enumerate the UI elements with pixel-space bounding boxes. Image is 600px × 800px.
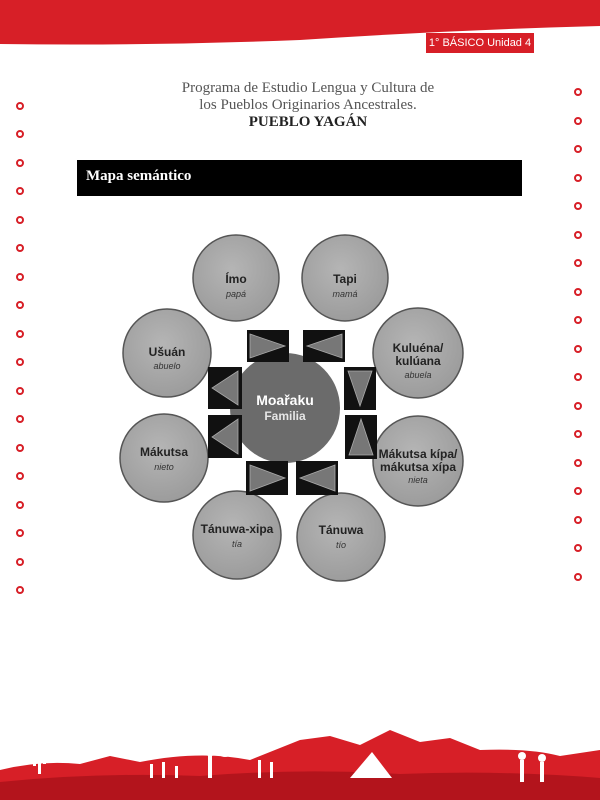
node-word: Ušuán bbox=[149, 345, 186, 359]
top-banner bbox=[0, 0, 600, 45]
node-word-2: mákutsa xípa bbox=[380, 460, 456, 474]
node-word: Kuluéna/ bbox=[393, 341, 444, 355]
node-usuan: Ušuán abuelo bbox=[122, 308, 212, 398]
arrow-left-lower bbox=[208, 415, 242, 458]
node-makutsa: Mákutsa nieto bbox=[119, 413, 209, 503]
node-tanuwa-xipa: Tánuwa-xipa tía bbox=[192, 490, 282, 580]
node-tanuwa: Tánuwa tío bbox=[296, 492, 386, 582]
grade-unit-badge: 1° BÁSICO Unidad 4 bbox=[426, 33, 534, 53]
node-word: Mákutsa bbox=[140, 445, 188, 459]
right-dot-border bbox=[574, 88, 582, 581]
node-meaning: abuelo bbox=[153, 361, 180, 371]
document-header: Programa de Estudio Lengua y Cultura de … bbox=[0, 80, 600, 131]
node-kuluena: Kuluéna/ kulúana abuela bbox=[372, 307, 464, 399]
center-word: Moařaku bbox=[256, 392, 314, 408]
left-dot-border bbox=[16, 102, 24, 594]
node-word-2: kulúana bbox=[395, 354, 441, 368]
node-imo: Ímo papá bbox=[192, 234, 280, 322]
node-word: Tánuwa-xipa bbox=[201, 522, 274, 536]
arrow-right-upper bbox=[344, 367, 376, 410]
node-word: Tánuwa bbox=[319, 523, 364, 537]
arrow-top-left bbox=[247, 330, 289, 362]
node-meaning: mamá bbox=[332, 289, 357, 299]
node-meaning: tío bbox=[336, 540, 346, 550]
node-meaning: nieto bbox=[154, 462, 174, 472]
node-meaning: nieta bbox=[408, 475, 428, 485]
node-meaning: abuela bbox=[404, 370, 431, 380]
arrow-bottom-right bbox=[296, 461, 338, 495]
header-line-1: Programa de Estudio Lengua y Cultura de bbox=[181, 80, 435, 96]
center-meaning: Familia bbox=[264, 409, 306, 423]
node-meaning: papá bbox=[225, 289, 246, 299]
footer-landscape-illustration bbox=[0, 728, 600, 800]
semantic-map: Moařaku Familia Ímo papá Tapi mamá Kulué… bbox=[119, 234, 464, 582]
arrow-bottom-left bbox=[246, 461, 288, 495]
node-word: Tapi bbox=[333, 272, 357, 286]
node-makutsa-kipa: Mákutsa kípa/ mákutsa xípa nieta bbox=[372, 415, 464, 507]
node-word: Mákutsa kípa/ bbox=[379, 447, 458, 461]
node-meaning: tía bbox=[232, 539, 242, 549]
header-title: PUEBLO YAGÁN bbox=[248, 114, 368, 130]
arrow-top-right bbox=[303, 330, 345, 362]
node-tapi: Tapi mamá bbox=[301, 234, 389, 322]
arrow-right-lower bbox=[345, 415, 377, 459]
header-line-2: los Pueblos Originarios Ancestrales. bbox=[199, 97, 417, 113]
node-word: Ímo bbox=[225, 271, 246, 286]
center-node: Moařaku Familia bbox=[230, 353, 340, 463]
arrow-left-upper bbox=[208, 367, 242, 409]
section-title-bar: Mapa semántico bbox=[77, 160, 522, 196]
